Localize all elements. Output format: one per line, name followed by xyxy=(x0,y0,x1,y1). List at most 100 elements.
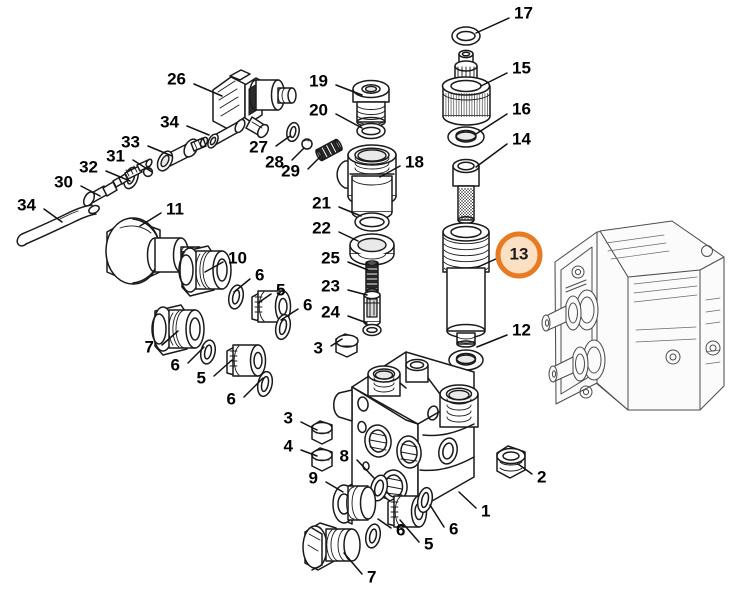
leader-line-9 xyxy=(325,481,344,493)
compression-spring-25 xyxy=(365,260,379,294)
leader-line-17 xyxy=(475,17,510,34)
callout-number-14: 14 xyxy=(512,129,531,148)
callout-number-5c: 5 xyxy=(424,534,433,553)
callout-number-19: 19 xyxy=(309,71,328,90)
plunger-assembly-upper xyxy=(541,289,599,332)
callout-number-7b: 7 xyxy=(367,567,376,586)
callout-number-7a: 7 xyxy=(145,337,154,356)
o-ring-6a xyxy=(227,284,245,310)
leader-line-8 xyxy=(356,459,375,479)
callout-number-3b: 3 xyxy=(284,408,293,427)
plug-2 xyxy=(496,445,526,479)
callout-number-33: 33 xyxy=(121,132,140,151)
leader-line-3b xyxy=(300,421,318,431)
callout-number-8: 8 xyxy=(340,446,349,465)
callout-number-32: 32 xyxy=(79,157,98,176)
leader-line-22 xyxy=(338,231,359,242)
pressure-switch-26 xyxy=(212,69,297,139)
callout-number-6f: 6 xyxy=(449,519,458,538)
callout-number-6e: 6 xyxy=(396,520,405,539)
valve-body-13 xyxy=(442,222,490,348)
callout-number-6b: 6 xyxy=(303,295,312,314)
valve-assembly-10 xyxy=(178,245,232,297)
plug-9 xyxy=(332,483,377,525)
callout-number-23: 23 xyxy=(321,276,340,295)
plug-3a xyxy=(335,333,359,358)
hex-fitting-7b xyxy=(302,522,361,571)
callout-number-5a: 5 xyxy=(276,280,285,299)
o-ring-21 xyxy=(354,212,390,232)
leader-line-6c xyxy=(187,346,205,364)
leader-line-7a xyxy=(161,330,179,346)
leader-line-10 xyxy=(204,261,224,273)
leader-line-34 xyxy=(186,125,210,136)
leader-line-34b xyxy=(43,208,63,223)
callout-number-6d: 6 xyxy=(227,389,236,408)
valve-piston-23 xyxy=(363,290,381,327)
leader-line-7b xyxy=(343,552,363,575)
leader-line-26 xyxy=(193,83,223,97)
leader-line-6b xyxy=(280,308,299,321)
leader-line-29 xyxy=(307,154,323,170)
callout-number-1: 1 xyxy=(481,501,490,520)
leader-line-21 xyxy=(338,206,362,217)
callout-number-10: 10 xyxy=(228,248,247,267)
leader-line-2 xyxy=(517,463,533,475)
callout-number-20: 20 xyxy=(309,100,328,119)
callout-number-15: 15 xyxy=(512,58,531,77)
leader-line-13 xyxy=(477,257,499,268)
valve-stem-30 xyxy=(82,158,153,207)
manifold-block-1 xyxy=(333,351,479,510)
o-ring-6f xyxy=(416,486,434,514)
callout-numbers: 1715161412192018212225232426343331323027… xyxy=(17,3,546,586)
o-ring-6b xyxy=(274,313,292,341)
cylinder-sleeve-18 xyxy=(336,144,397,221)
ball-28 xyxy=(301,138,313,150)
leader-line-5c xyxy=(399,519,420,543)
callout-number-2: 2 xyxy=(537,467,546,486)
sleeve-34b xyxy=(207,118,246,149)
callout-number-11: 11 xyxy=(166,199,184,218)
pump-crankcase-housing xyxy=(541,220,725,411)
leader-line-32 xyxy=(105,170,131,182)
o-ring-24 xyxy=(362,323,382,337)
callout-number-24: 24 xyxy=(321,302,340,321)
washer-16 xyxy=(447,126,485,148)
callout-number-31: 31 xyxy=(106,146,125,165)
screw-14 xyxy=(452,158,480,224)
leader-line-4 xyxy=(300,449,318,457)
callout-number-29: 29 xyxy=(281,161,300,180)
o-ring-6e xyxy=(364,523,382,549)
valve-assembly-7a xyxy=(151,304,205,356)
callout-number-26: 26 xyxy=(167,69,186,88)
leader-line-25 xyxy=(347,261,369,271)
plug-5b xyxy=(226,344,267,377)
leader-line-28 xyxy=(291,147,305,161)
callout-number-9: 9 xyxy=(309,468,318,487)
leader-line-16 xyxy=(475,113,508,135)
callout-number-22: 22 xyxy=(312,218,331,237)
fitting-33 xyxy=(156,136,209,172)
leader-line-19 xyxy=(335,84,363,96)
callout-number-30: 30 xyxy=(54,172,73,191)
callout-number-17: 17 xyxy=(514,3,533,22)
leader-line-1 xyxy=(458,491,477,509)
o-ring-20 xyxy=(356,122,386,140)
callout-number-21: 21 xyxy=(312,193,331,212)
leader-line-31 xyxy=(132,159,153,173)
leader-line-33 xyxy=(147,145,173,157)
leader-line-6a xyxy=(233,278,251,293)
highlight-badge-13 xyxy=(495,231,543,279)
leader-line-6d xyxy=(243,377,264,398)
cap-screw-19 xyxy=(352,79,390,128)
o-ring-27 xyxy=(286,121,300,143)
leader-line-27 xyxy=(275,135,291,147)
flange-cap-11 xyxy=(105,217,204,285)
callout-number-18: 18 xyxy=(405,152,424,171)
leader-line-30 xyxy=(80,185,101,197)
leader-line-18 xyxy=(379,165,401,178)
leader-line-11 xyxy=(139,212,162,227)
leader-line-3a xyxy=(330,338,343,347)
